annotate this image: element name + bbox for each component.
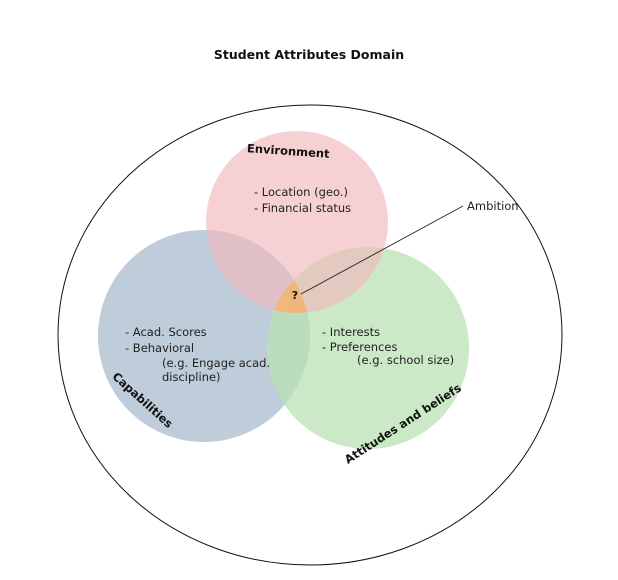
- environment-item: - Financial status: [254, 201, 351, 215]
- domain-boundary-ellipse: [57, 104, 563, 566]
- attitudes-item: - Interests: [322, 325, 380, 339]
- environment-item: - Location (geo.): [254, 185, 348, 199]
- environment-label: Environment: [247, 141, 331, 161]
- environment-circle: [206, 131, 388, 313]
- diagram-title: Student Attributes Domain: [214, 47, 404, 62]
- callout-label-ambition: Ambition: [467, 199, 519, 213]
- capabilities-item: (e.g. Engage acad.: [162, 356, 270, 370]
- capabilities-item: - Acad. Scores: [125, 325, 207, 339]
- callout-leader-line: [300, 205, 464, 295]
- capabilities-item: discipline): [162, 370, 221, 384]
- capabilities-item: - Behavioral: [125, 341, 194, 355]
- intersection-question-mark: ?: [292, 289, 298, 302]
- attitudes-item: - Preferences: [322, 340, 397, 354]
- attitudes-item: (e.g. school size): [357, 353, 454, 367]
